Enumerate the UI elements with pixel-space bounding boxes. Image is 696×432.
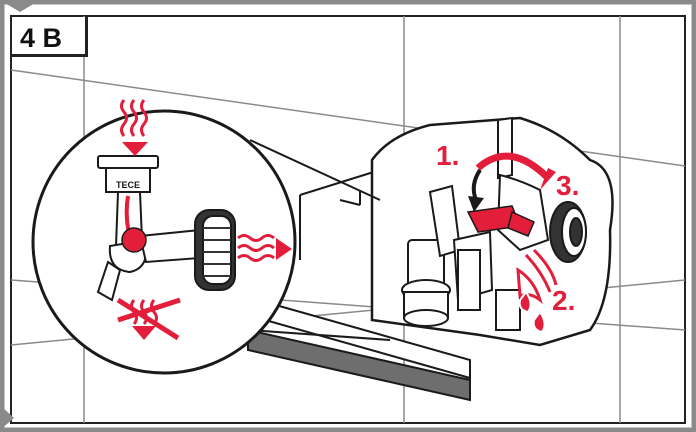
valve-brand-text: TECE xyxy=(116,180,140,190)
panel-label: 4 B xyxy=(12,17,88,57)
right-shutoff-knob xyxy=(549,201,587,263)
valve-detail xyxy=(96,155,236,302)
step-label-1: 1. xyxy=(436,140,460,171)
red-lever xyxy=(466,205,535,237)
fill-valve-assembly xyxy=(401,116,550,331)
frame-corner-tab-bottom xyxy=(0,405,14,430)
step-label-2: 2. xyxy=(552,285,576,316)
step-label-3: 3. xyxy=(556,170,580,201)
rotate-arrow-icon xyxy=(475,152,556,190)
droplet-icon xyxy=(516,248,558,334)
wavy-arrow-right-icon xyxy=(237,234,292,262)
crossed-drop-icon xyxy=(116,297,181,341)
wavy-arrow-down-icon xyxy=(120,99,148,156)
frame-corner-tab xyxy=(0,0,40,12)
push-arrow-icon xyxy=(468,168,484,212)
valve-red-ball xyxy=(121,195,147,253)
